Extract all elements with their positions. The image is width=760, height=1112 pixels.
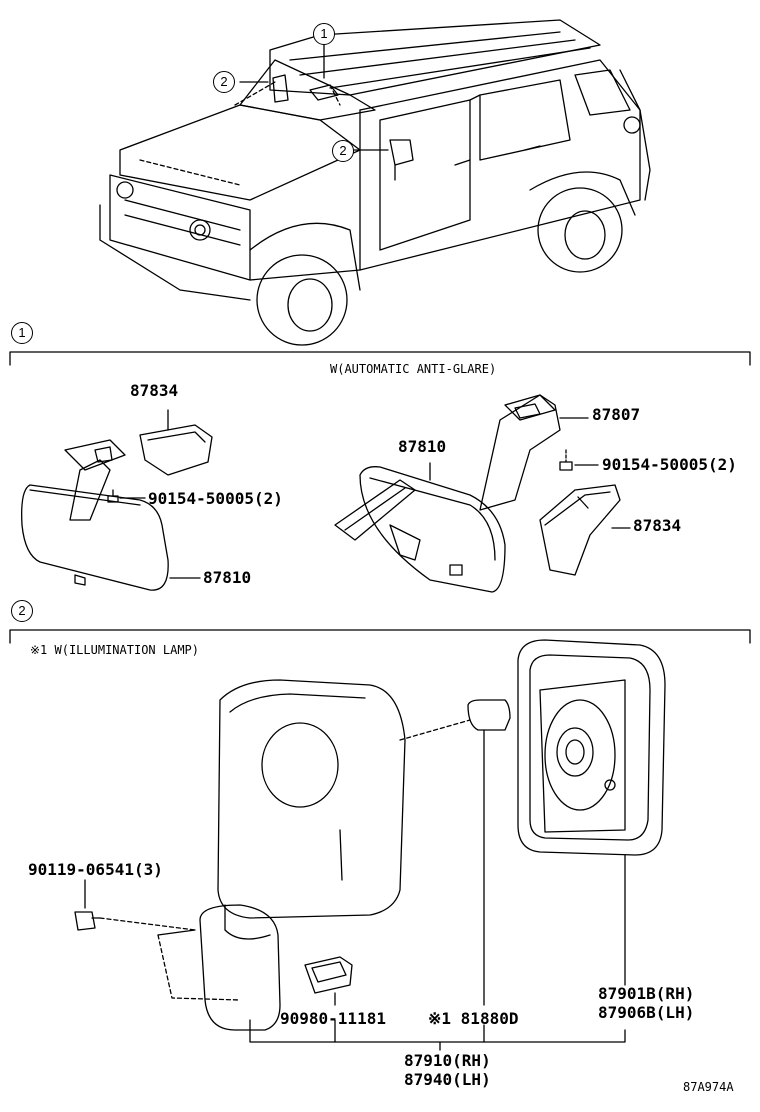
label-bulb-81880d[interactable]: ※1 81880D <box>428 1009 519 1028</box>
label-bracket-87807[interactable]: 87807 <box>592 405 641 424</box>
figure-id: 87A974A <box>683 1080 734 1094</box>
label-mirror-87810-right[interactable]: 87810 <box>398 437 447 456</box>
vehicle-illustration <box>99 19 651 346</box>
label-mirror-87810-left[interactable]: 87810 <box>203 568 252 587</box>
label-assy-87940-lh[interactable]: 87940(LH) <box>404 1070 491 1089</box>
section2-variant-label: ※1 W(ILLUMINATION LAMP) <box>30 643 199 657</box>
label-screw-90154-left[interactable]: 90154-50005(2) <box>148 489 283 508</box>
callout-circle-2-interior: 2 <box>213 71 235 93</box>
label-assy-87910-rh[interactable]: 87910(RH) <box>404 1051 491 1070</box>
callout-circle-1: 1 <box>313 23 335 45</box>
section2-header-number: 2 <box>11 600 33 622</box>
label-connector-90980[interactable]: 90980-11181 <box>280 1009 386 1028</box>
section1-variant-label: W(AUTOMATIC ANTI-GLARE) <box>330 362 497 376</box>
section1-header-number: 1 <box>11 322 33 344</box>
section1-left-artwork <box>21 409 213 591</box>
callout-circle-2-side: 2 <box>332 140 354 162</box>
section-dividers <box>9 351 751 644</box>
label-cover-87834-left[interactable]: 87834 <box>130 381 179 400</box>
label-cover-87834-right[interactable]: 87834 <box>633 516 682 535</box>
section1-right-artwork <box>334 394 631 593</box>
label-mirror-87901b-rh[interactable]: 87901B(RH) <box>598 984 695 1003</box>
label-screw-90154-right[interactable]: 90154-50005(2) <box>602 455 737 474</box>
label-screw-90119[interactable]: 90119-06541(3) <box>28 860 163 879</box>
section2-artwork <box>74 639 666 1051</box>
label-mirror-87906b-lh[interactable]: 87906B(LH) <box>598 1003 695 1022</box>
